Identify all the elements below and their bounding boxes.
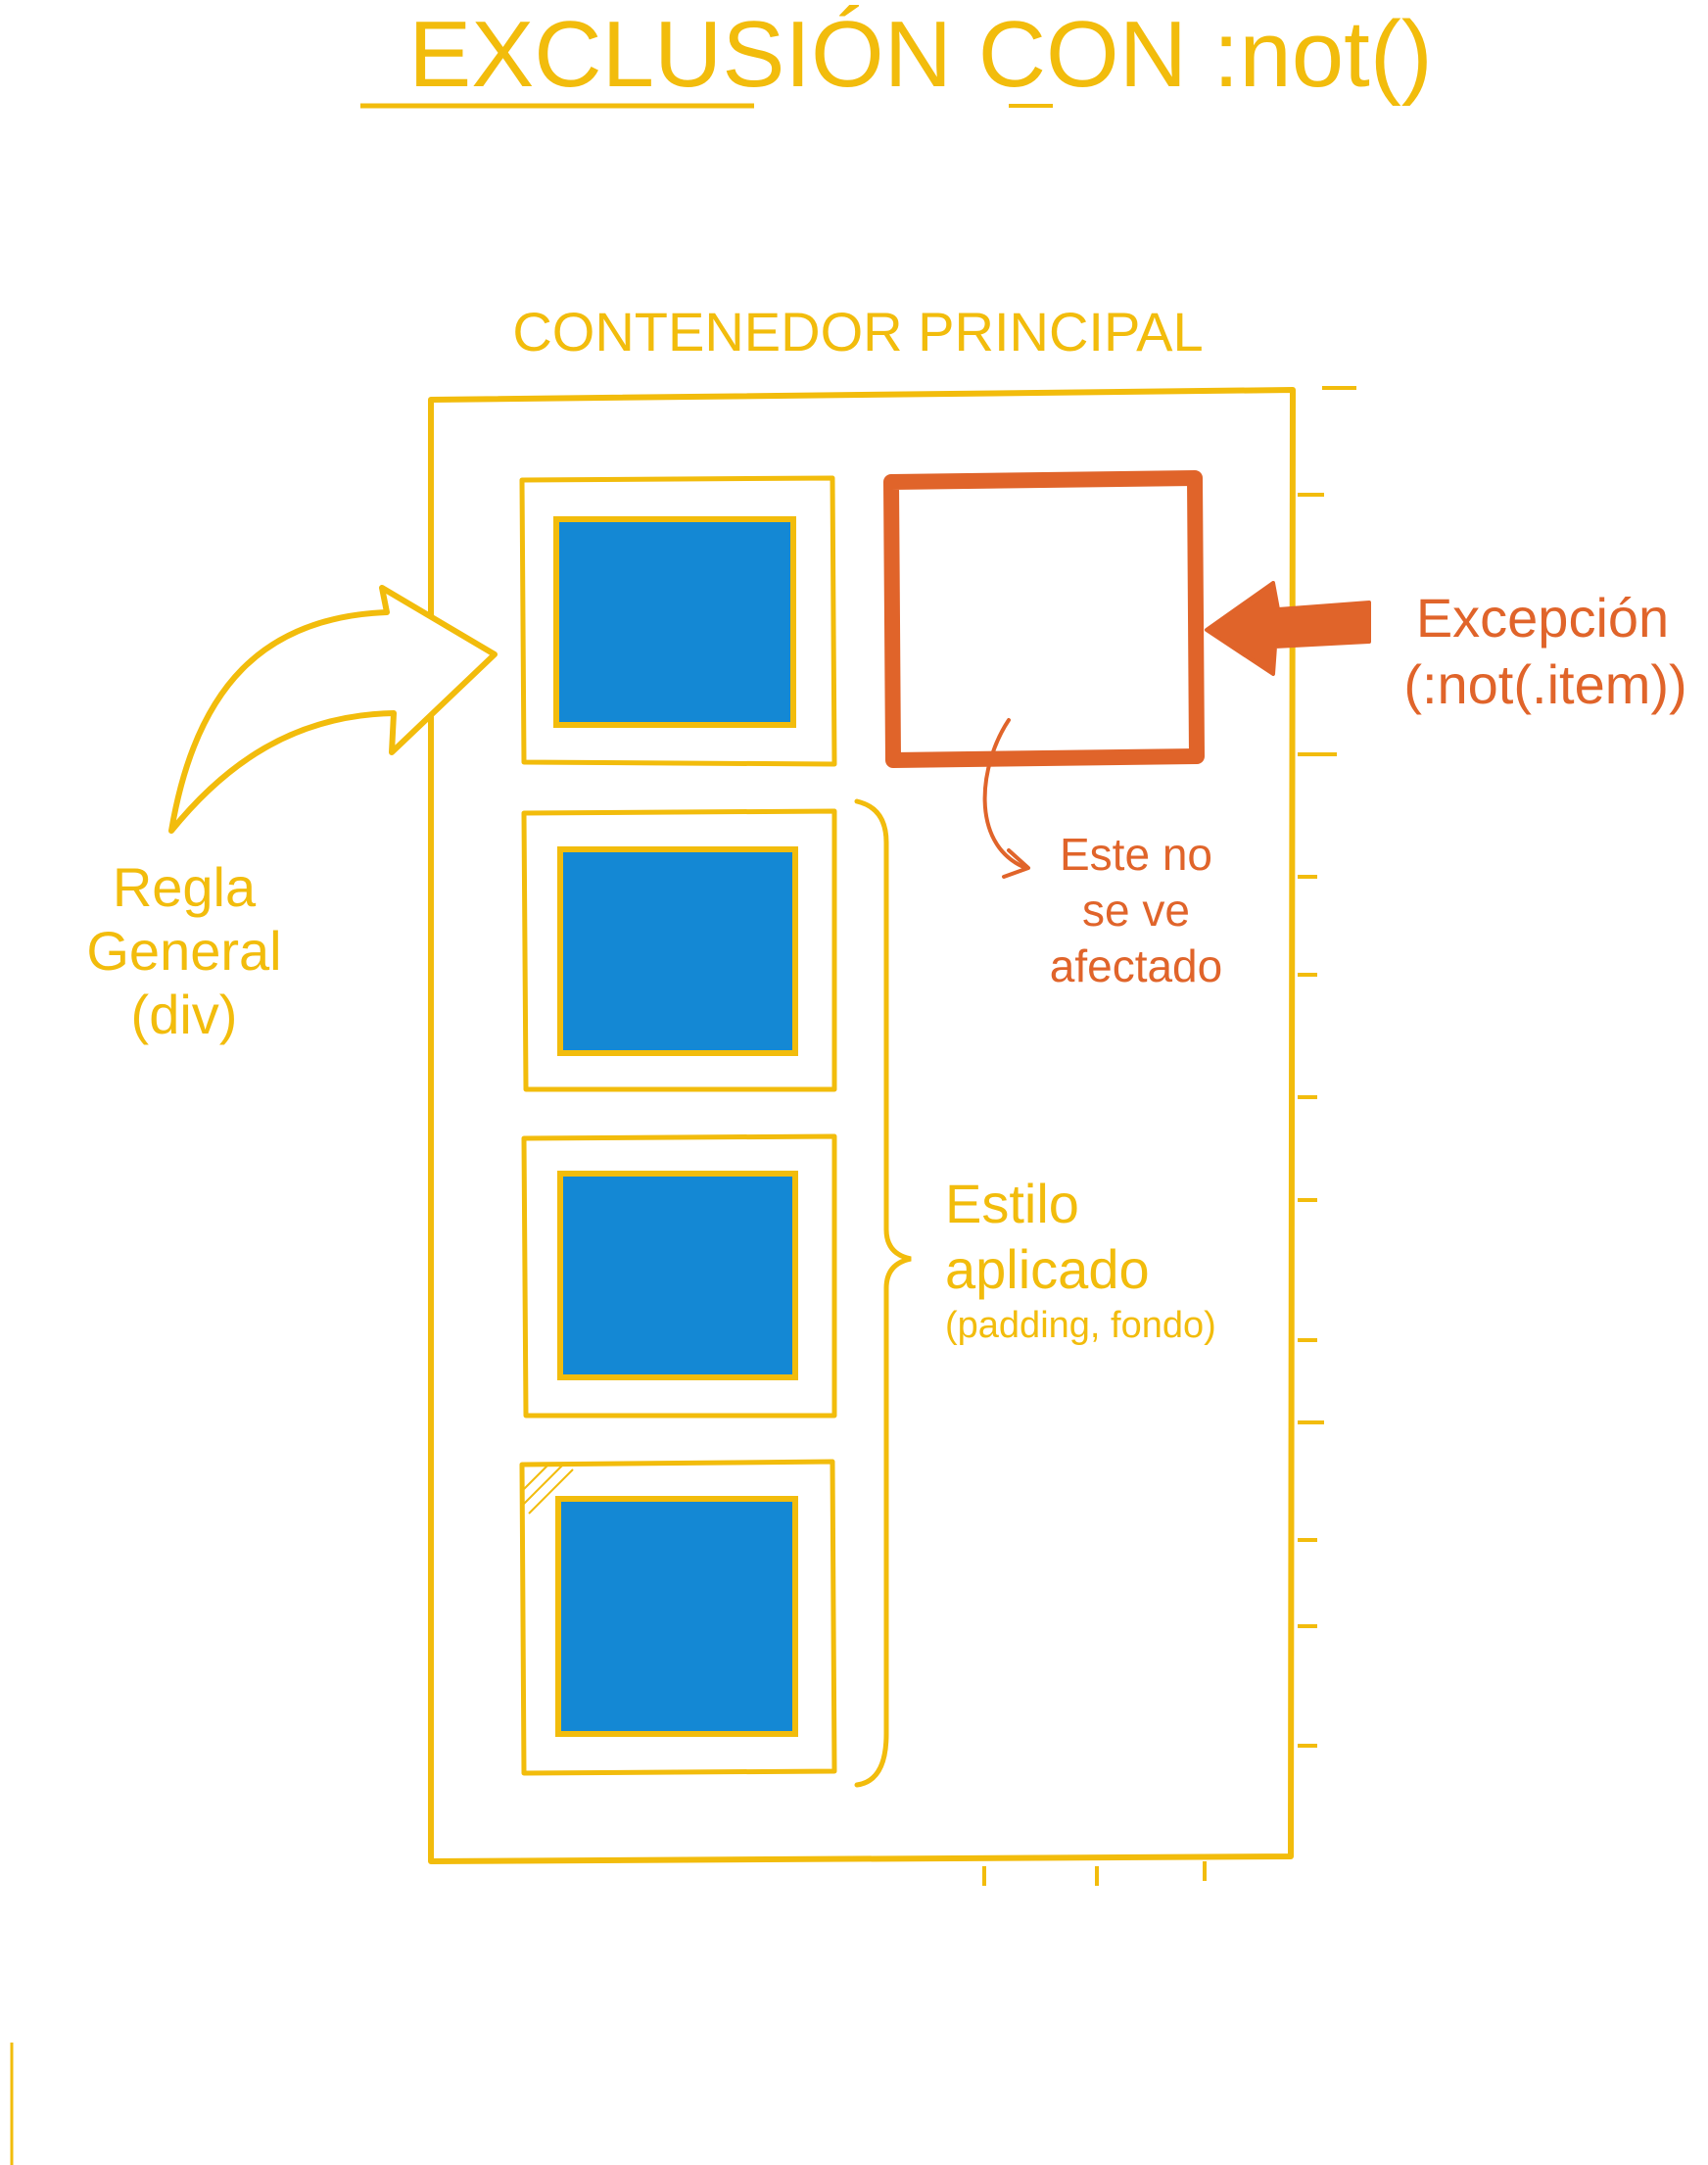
item-2 — [521, 808, 837, 1092]
item-1 — [519, 475, 837, 767]
applied-line-3: (padding, fondo) — [945, 1305, 1216, 1346]
item-2-content — [557, 846, 798, 1056]
main-container — [428, 387, 1296, 1864]
exception-line-1: Excepción — [1416, 587, 1669, 649]
general-rule-line-2: General — [86, 920, 281, 982]
title: EXCLUSIÓN CON :not() — [408, 2, 1433, 107]
exception-label: Excepción (:not(.item)) — [1403, 587, 1686, 715]
applied-style-note: Estilo aplicado (padding, fondo) — [945, 1173, 1216, 1346]
applied-style-bracket — [854, 798, 912, 1788]
ruler-ticks-bottom — [982, 1861, 1207, 1886]
item-3-content — [557, 1171, 798, 1380]
unaffected-note-arrowhead — [1002, 848, 1030, 879]
general-rule-arrow — [168, 585, 498, 834]
item-3 — [521, 1133, 837, 1419]
ruler-ticks-right — [1298, 386, 1356, 1748]
excluded-element — [883, 470, 1205, 768]
general-rule-label: Regla General (div) — [86, 856, 281, 1045]
exception-line-2: (:not(.item)) — [1403, 653, 1686, 715]
general-rule-line-1: Regla — [113, 856, 257, 918]
item-4 — [519, 1459, 837, 1776]
unaffected-line-3: afectado — [1050, 940, 1222, 991]
item-4-content — [555, 1496, 798, 1737]
applied-line-1: Estilo — [945, 1173, 1079, 1234]
hatch-mark — [523, 1464, 574, 1515]
unaffected-note: Este no se ve afectado — [1050, 829, 1222, 991]
unaffected-note-arrow — [982, 718, 1025, 869]
container-label: CONTENEDOR PRINCIPAL — [512, 301, 1203, 362]
unaffected-line-2: se ve — [1082, 885, 1190, 936]
applied-line-2: aplicado — [945, 1238, 1150, 1300]
unaffected-line-1: Este no — [1060, 829, 1212, 880]
general-rule-line-3: (div) — [131, 984, 238, 1045]
exception-arrow — [1205, 581, 1371, 676]
item-1-content — [553, 516, 796, 728]
